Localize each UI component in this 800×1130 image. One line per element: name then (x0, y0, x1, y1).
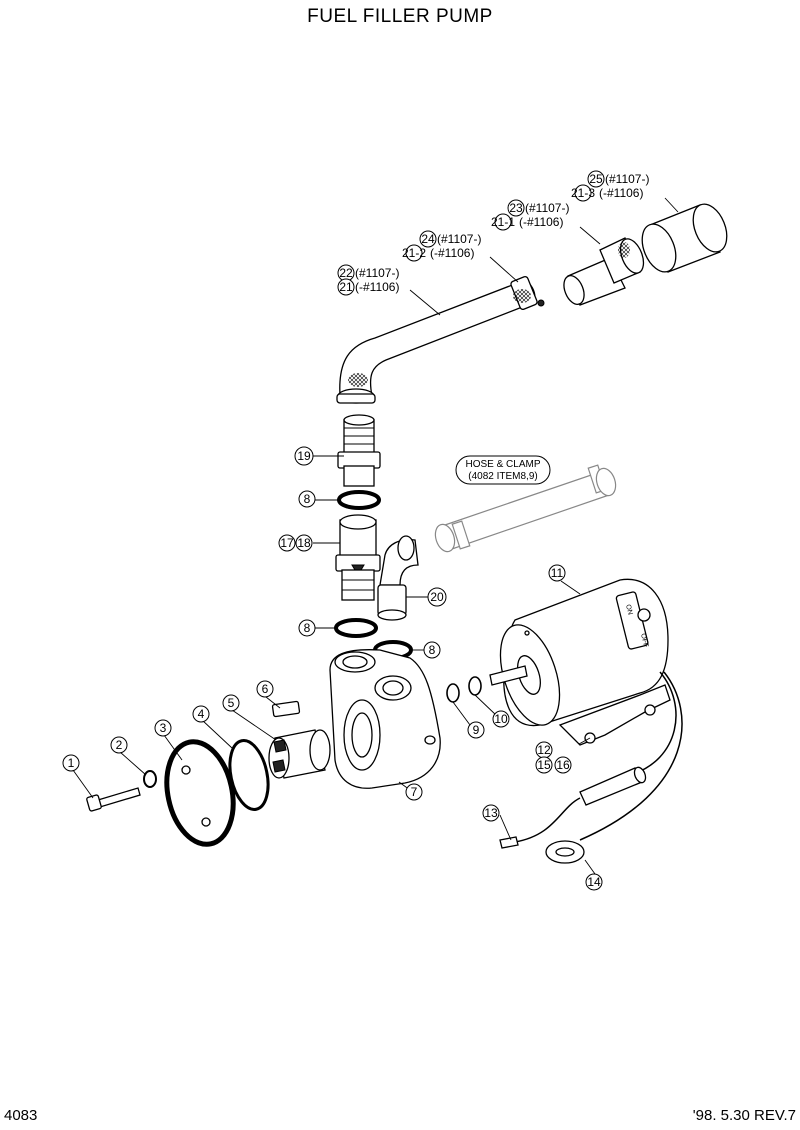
label-10: 10 (494, 712, 508, 726)
nipple-fitting (337, 414, 381, 487)
label-25: 25 (589, 172, 603, 186)
page-title: FUEL FILLER PUMP (307, 6, 493, 27)
label-20: 20 (430, 590, 444, 604)
elbow-fitting (377, 535, 419, 621)
label-9: 9 (473, 723, 480, 737)
label-13: 13 (484, 806, 498, 820)
switch-on-label: ON (624, 604, 633, 616)
cover-plate (164, 739, 236, 847)
label-14: 14 (587, 875, 601, 889)
label-1: 1 (68, 756, 75, 770)
hose-note-line2: (4082 ITEM8,9) (468, 471, 537, 482)
label-5: 5 (228, 696, 235, 710)
label-19: 19 (297, 449, 311, 463)
label-21-1-suffix: (-#1106) (519, 215, 563, 229)
label-21-suffix: (-#1106) (355, 280, 399, 294)
label-6: 6 (262, 682, 269, 696)
suction-pipe (336, 275, 545, 404)
label-21-3-suffix: (-#1106) (599, 186, 643, 200)
page-number: 4083 (4, 1107, 38, 1124)
label-21-2: 21-2 (402, 246, 426, 260)
ghost-hose-clamp (434, 464, 617, 553)
label-18: 18 (297, 536, 311, 550)
label-8-side: 8 (429, 643, 436, 657)
power-cord (499, 671, 683, 864)
label-2: 2 (116, 738, 123, 752)
bolt (86, 787, 141, 812)
switch-off-label: OFF (639, 633, 649, 648)
strainer-fitting (563, 237, 645, 306)
gasket-upper (337, 490, 381, 510)
label-21: 21 (339, 280, 353, 294)
label-24: 24 (421, 232, 435, 246)
label-17: 17 (280, 536, 294, 550)
label-12: 12 (537, 743, 551, 757)
label-8-upper: 8 (304, 492, 311, 506)
hose-note-box (455, 455, 551, 485)
label-16: 16 (556, 758, 570, 772)
gasket-middle (334, 618, 378, 638)
label-22: 22 (339, 266, 353, 280)
impeller (268, 729, 331, 779)
filter-cap (641, 203, 728, 273)
label-21-1: 21-1 (491, 215, 515, 229)
label-3: 3 (160, 721, 167, 735)
part-label-suffixes: (#1107-) (-#1106) (#1107-) (-#1106) (#11… (355, 172, 649, 294)
washer-9 (446, 683, 460, 703)
label-25-suffix: (#1107-) (605, 172, 649, 186)
label-11: 11 (551, 566, 564, 580)
label-bubbles (62, 170, 605, 891)
hose-note-line1: HOSE & CLAMP (465, 459, 540, 470)
label-7: 7 (411, 785, 418, 799)
label-21-2-suffix: (-#1106) (430, 246, 474, 260)
label-23-suffix: (#1107-) (525, 201, 569, 215)
label-15: 15 (537, 758, 551, 772)
label-21-3: 21-3 (571, 186, 595, 200)
impeller-key (271, 700, 301, 718)
part-labels: 1 2 3 4 5 6 7 8 8 8 9 10 11 13 14 19 17 … (68, 172, 603, 889)
leader-lines (72, 197, 679, 875)
check-valve (335, 514, 381, 601)
washer (143, 770, 157, 788)
label-22-suffix: (#1107-) (355, 266, 399, 280)
label-23: 23 (509, 201, 523, 215)
label-24-suffix: (#1107-) (437, 232, 481, 246)
washer-10 (468, 676, 482, 696)
revision-date: '98. 5.30 REV.7 (692, 1107, 796, 1124)
label-4: 4 (198, 707, 205, 721)
pump-casing (329, 649, 441, 789)
label-8-middle: 8 (304, 621, 311, 635)
motor (489, 578, 671, 746)
